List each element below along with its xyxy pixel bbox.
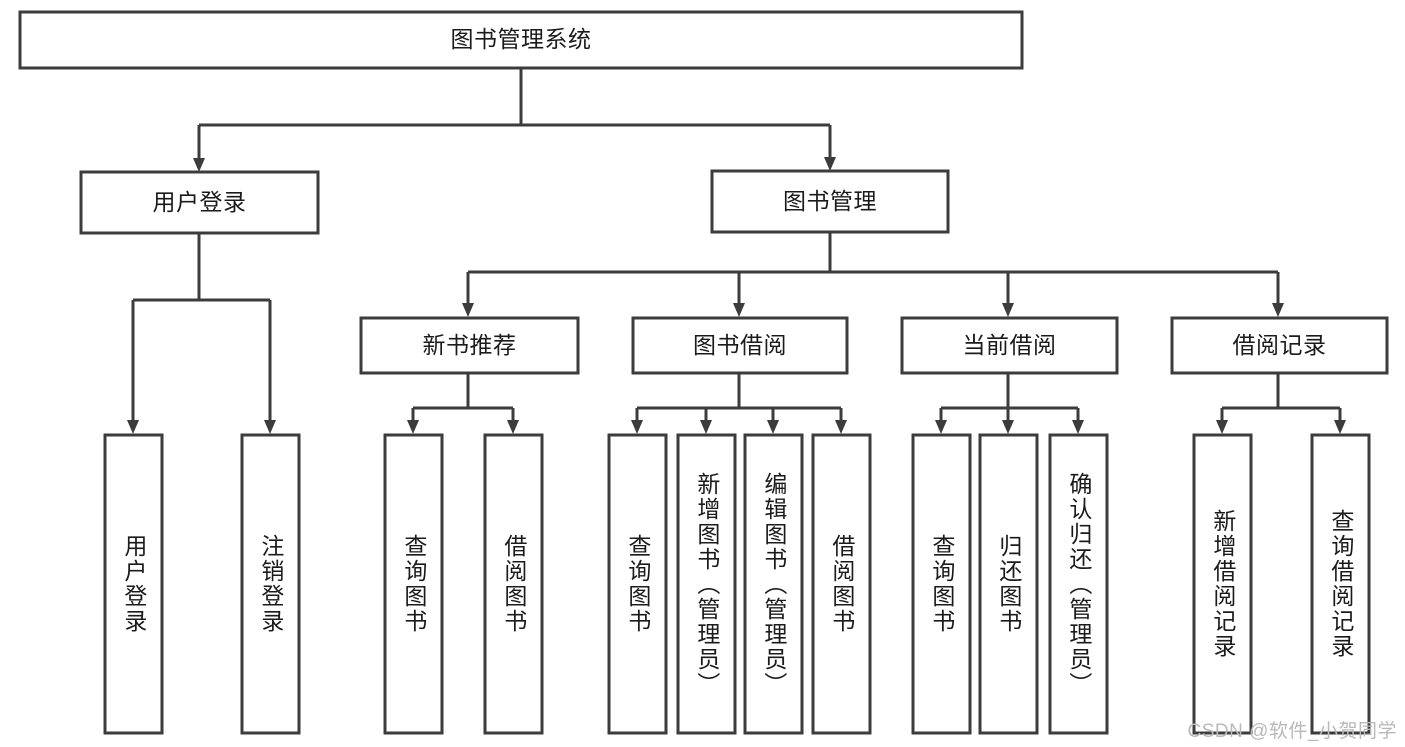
- arrowhead-to-book-manage: [824, 157, 836, 171]
- arrowhead-leaf-add-record: [1216, 420, 1228, 434]
- node-current-borrow[interactable]: [900, 316, 1119, 375]
- leaf-borrow-book-newbook[interactable]: [483, 433, 544, 735]
- arrowhead-leaf-query-record: [1334, 420, 1346, 434]
- arrowhead-leaf-borrow-book-2: [835, 420, 847, 434]
- connector-borrowrecord-to-leaves: [1220, 373, 1342, 422]
- arrowhead-leaf-logout: [264, 420, 276, 434]
- node-book-manage[interactable]: [710, 169, 950, 234]
- node-book-borrow[interactable]: [631, 316, 849, 375]
- leaf-query-book-newbook[interactable]: [383, 433, 444, 735]
- node-new-book-recommend[interactable]: [359, 316, 580, 375]
- arrowhead-leaf-query-book-3: [935, 420, 947, 434]
- arrowhead-leaf-confirm-return: [1072, 420, 1084, 434]
- arrowhead-leaf-edit-book: [767, 420, 779, 434]
- leaf-query-book-current[interactable]: [911, 433, 972, 735]
- arrowhead-to-new-book: [462, 303, 474, 317]
- node-root[interactable]: [18, 10, 1024, 70]
- arrowhead-leaf-add-book: [700, 420, 712, 434]
- leaf-add-borrow-record[interactable]: [1192, 433, 1253, 735]
- arrowhead-to-borrow-record: [1272, 303, 1284, 317]
- node-user-login[interactable]: [79, 170, 320, 235]
- connector-currentborrow-to-leaves: [939, 373, 1080, 422]
- connector-userlogin-to-leaves: [131, 233, 272, 422]
- arrowhead-to-user-login: [193, 158, 205, 172]
- leaf-query-borrow-record[interactable]: [1310, 433, 1371, 735]
- arrowhead-to-current-borrow: [1002, 303, 1014, 317]
- arrowhead-to-book-borrow: [733, 303, 745, 317]
- connector-newbook-to-leaves: [411, 373, 515, 422]
- leaf-logout[interactable]: [240, 433, 301, 735]
- leaf-borrow-book-borrow[interactable]: [811, 433, 872, 735]
- leaf-return-book[interactable]: [978, 433, 1039, 735]
- arrowhead-leaf-query-book-1: [407, 420, 419, 434]
- connector-bookborrow-to-leaves: [635, 373, 843, 422]
- leaf-confirm-return-admin[interactable]: [1048, 433, 1109, 735]
- arrowhead-leaf-borrow-book-1: [507, 420, 519, 434]
- connector-bookmanage-to-level2: [466, 232, 1280, 305]
- leaf-query-book-borrow[interactable]: [607, 433, 668, 735]
- arrowhead-leaf-query-book-2: [631, 420, 643, 434]
- arrowhead-leaf-return-book: [1002, 420, 1014, 434]
- leaf-add-book-admin[interactable]: [676, 433, 737, 735]
- node-borrow-record[interactable]: [1170, 316, 1389, 375]
- arrowhead-leaf-user-login: [127, 420, 139, 434]
- connector-root-to-level1: [197, 68, 832, 160]
- leaf-user-login[interactable]: [103, 433, 164, 735]
- leaf-edit-book-admin[interactable]: [743, 433, 804, 735]
